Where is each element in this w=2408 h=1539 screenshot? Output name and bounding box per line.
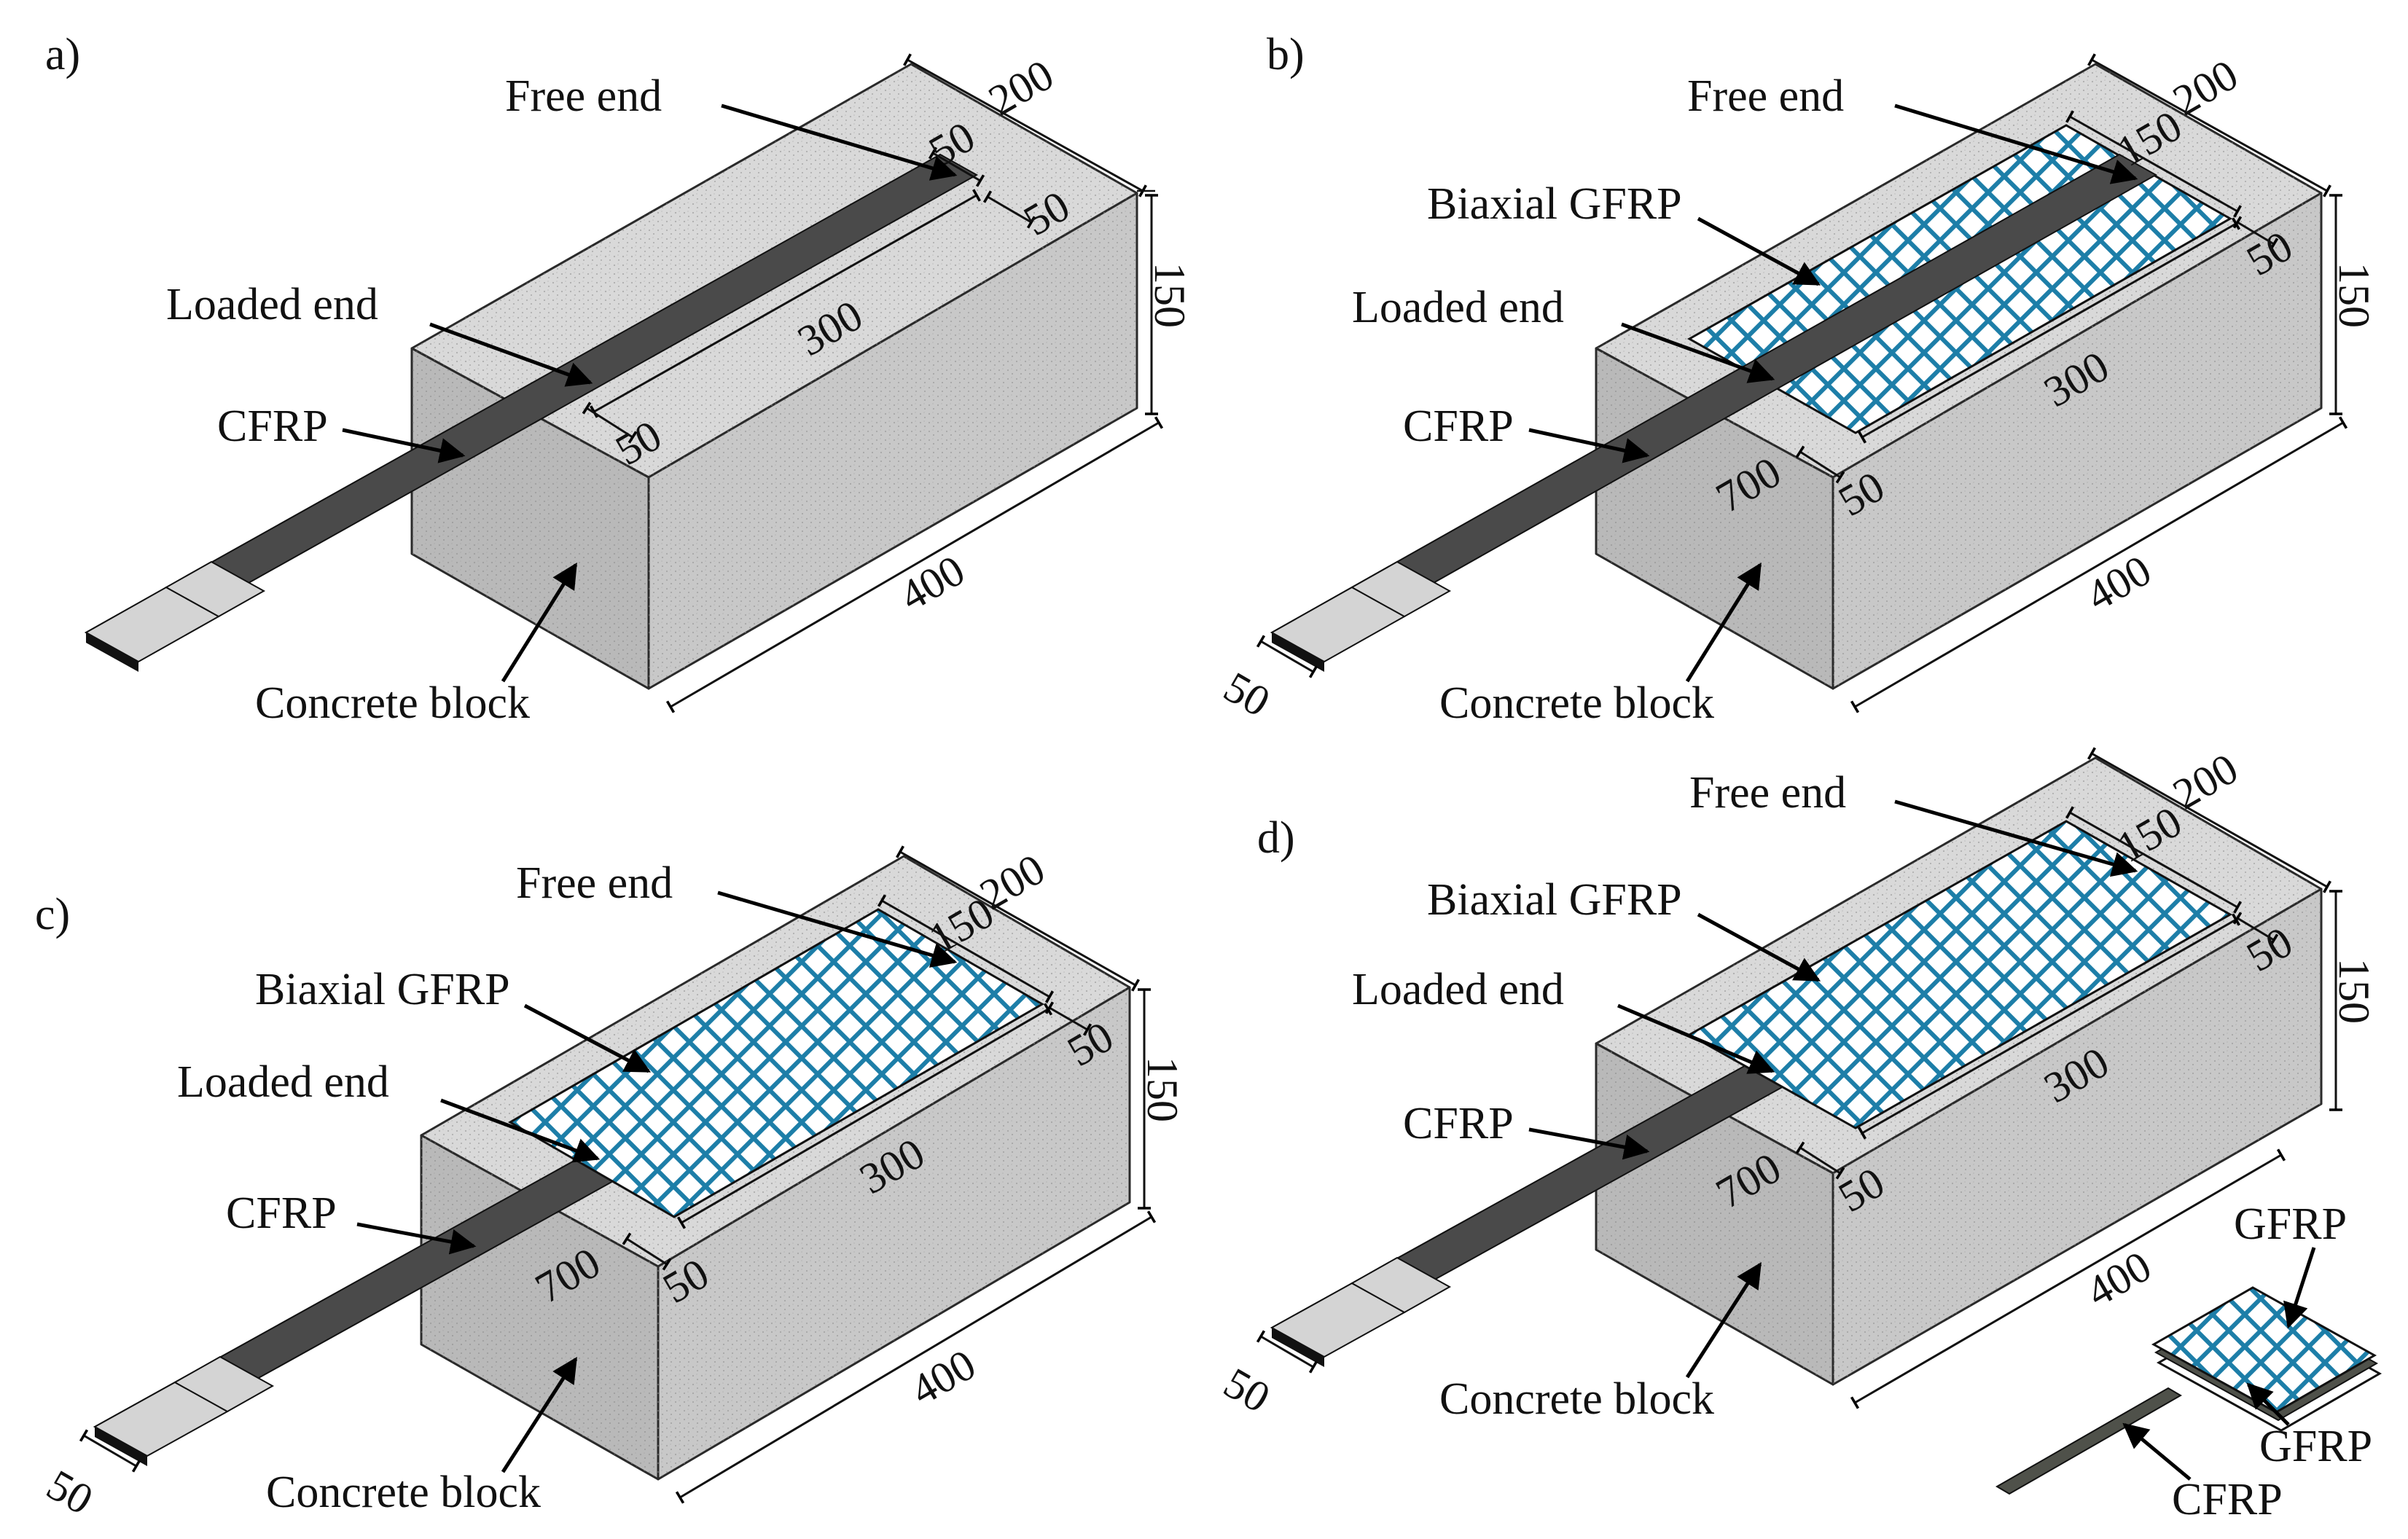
label-cfrp: CFRP bbox=[217, 402, 328, 451]
pointer-cfrp bbox=[1528, 1127, 1650, 1160]
label-gfrp: Biaxial GFRP bbox=[255, 965, 510, 1014]
grip-plate bbox=[173, 1355, 275, 1413]
pointer-free-end bbox=[1894, 103, 2138, 184]
dim-strip-width: 50 bbox=[1216, 662, 1278, 726]
dim-height: 150 bbox=[2330, 958, 2378, 1024]
concrete-block bbox=[1595, 63, 2323, 690]
panel-a-tag: a) bbox=[45, 30, 80, 79]
grip-plate bbox=[1350, 1256, 1452, 1314]
label-cfrp: CFRP bbox=[1403, 1099, 1514, 1148]
pointer-gfrp bbox=[523, 1003, 652, 1073]
dim-height: 150 bbox=[1138, 1057, 1187, 1122]
dim-line-width bbox=[903, 53, 1147, 197]
dim-line-length bbox=[665, 416, 1164, 713]
label-loaded-end: Loaded end bbox=[1352, 283, 1564, 332]
pointer-free-end bbox=[717, 890, 958, 968]
dim-line-length bbox=[1850, 416, 2348, 713]
pointer-free-end bbox=[721, 103, 958, 181]
grip-plate bbox=[1350, 560, 1452, 618]
dim-line-side bbox=[2232, 912, 2279, 947]
dim-line-length bbox=[1850, 1148, 2286, 1409]
panel-b-tag: b) bbox=[1267, 30, 1305, 79]
panel-d-tag: d) bbox=[1257, 813, 1295, 863]
pointer-gfrp bbox=[1697, 216, 1821, 286]
dim-strip-width: 50 bbox=[1216, 1358, 1278, 1422]
grip-plate bbox=[164, 560, 266, 618]
grip-plate-edge bbox=[86, 633, 138, 672]
panel-d: d) 200 150 400 300 150 50 50 700 50 bbox=[1216, 744, 2382, 1524]
pointer-concrete-block bbox=[1685, 563, 1762, 683]
dim-length: 400 bbox=[2079, 546, 2159, 620]
dim-line-gfrp-width bbox=[877, 894, 1055, 1003]
dim-line-offset-loaded bbox=[582, 402, 638, 444]
dim-line-bond bbox=[1857, 217, 2241, 444]
dim-strip-width: 50 bbox=[39, 1460, 101, 1524]
dim-line-strip-width bbox=[1256, 1330, 1318, 1374]
dim-line-loaded bbox=[1795, 1141, 1845, 1180]
detail-gfrp-top-layer bbox=[2151, 1286, 2377, 1414]
label-free-end: Free end bbox=[1689, 768, 1846, 818]
detail-label-cfrp: CFRP bbox=[2172, 1475, 2283, 1524]
dim-line-bond bbox=[590, 189, 981, 418]
dim-length: 400 bbox=[892, 546, 973, 620]
dim-line-bond bbox=[676, 1003, 1053, 1229]
dim-line-offset-side bbox=[982, 190, 1036, 229]
dim-length: 400 bbox=[2079, 1242, 2159, 1316]
panel-a: a) 200 150 400 300 50 50 50 Free end bbox=[45, 30, 1194, 728]
label-free-end: Free end bbox=[1687, 71, 1844, 121]
pointer-loaded-end bbox=[1621, 322, 1775, 383]
label-loaded-end: Loaded end bbox=[166, 280, 378, 329]
pointer-concrete-block bbox=[1685, 1262, 1762, 1379]
detail-cfrp-strip bbox=[1995, 1387, 2182, 1495]
label-concrete-block: Concrete block bbox=[255, 678, 530, 728]
dim-line-strip-width bbox=[79, 1429, 141, 1473]
label-gfrp: Biaxial GFRP bbox=[1427, 179, 1682, 229]
panel-c-tag: c) bbox=[35, 890, 70, 939]
pointer-concrete-block bbox=[501, 563, 578, 683]
concrete-block bbox=[1595, 756, 2323, 1386]
label-free-end: Free end bbox=[505, 71, 662, 121]
label-cfrp: CFRP bbox=[1403, 402, 1514, 451]
pointer-gfrp bbox=[1697, 912, 1821, 982]
label-gfrp: Biaxial GFRP bbox=[1427, 875, 1682, 925]
detail-label-gfrp-bottom: GFRP bbox=[2259, 1422, 2372, 1471]
pointer-loaded-end bbox=[440, 1098, 601, 1163]
pointer-loaded-end bbox=[429, 322, 593, 387]
label-loaded-end: Loaded end bbox=[1352, 965, 1564, 1014]
dim-height: 150 bbox=[2330, 262, 2378, 328]
label-concrete-block: Concrete block bbox=[1439, 678, 1714, 728]
panel-b: b) 200 150 400 300 150 50 50 700 50 bbox=[1216, 30, 2379, 728]
label-cfrp: CFRP bbox=[226, 1188, 337, 1238]
pointer-cfrp bbox=[1528, 428, 1650, 463]
dim-line-gfrp-width bbox=[2065, 110, 2242, 218]
pointer-cfrp bbox=[356, 1222, 477, 1255]
panel-c: c) 200 150 400 300 150 50 50 700 50 bbox=[35, 845, 1187, 1524]
pointer-gfrp-bottom bbox=[2246, 1382, 2290, 1426]
pointer-free-end bbox=[1894, 799, 2138, 877]
dim-line-side bbox=[2232, 216, 2279, 251]
pointer-detail-cfrp bbox=[2122, 1422, 2192, 1481]
dim-height: 150 bbox=[1146, 262, 1194, 328]
dim-line-loaded bbox=[622, 1232, 672, 1271]
dim-line-strip-width bbox=[1256, 635, 1318, 678]
dim-length: 400 bbox=[903, 1340, 984, 1414]
label-free-end: Free end bbox=[516, 858, 673, 908]
dim-line-side bbox=[1044, 1001, 1092, 1036]
dim-line-length bbox=[675, 1210, 1157, 1504]
pointer-gfrp-top bbox=[2283, 1247, 2316, 1329]
dim-line-loaded bbox=[1795, 445, 1845, 484]
label-loaded-end: Loaded end bbox=[177, 1057, 389, 1107]
pointer-concrete-block bbox=[501, 1357, 578, 1473]
label-concrete-block: Concrete block bbox=[1439, 1374, 1714, 1424]
concrete-block bbox=[410, 63, 1138, 690]
pointer-cfrp bbox=[342, 428, 466, 463]
dim-line-bond bbox=[1857, 913, 2241, 1140]
layer-detail: GFRP GFRP CFRP bbox=[1995, 1199, 2382, 1524]
dim-line-gfrp-width bbox=[2065, 806, 2242, 914]
pointer-loaded-end bbox=[1617, 1003, 1775, 1074]
label-concrete-block: Concrete block bbox=[266, 1468, 541, 1517]
detail-label-gfrp-top: GFRP bbox=[2234, 1199, 2347, 1249]
